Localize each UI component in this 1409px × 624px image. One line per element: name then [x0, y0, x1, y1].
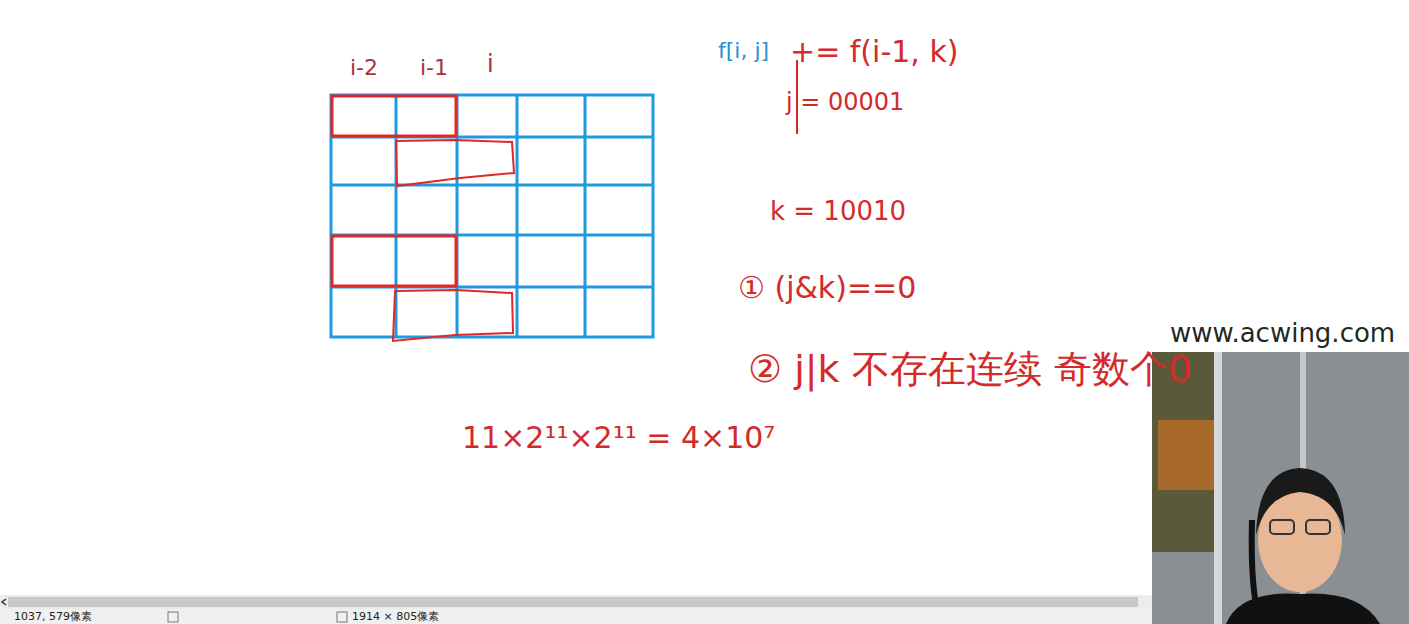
- scroll-arrow: [2, 599, 6, 605]
- binary-state-box: k = 10010: [770, 196, 906, 227]
- sketched-block: [396, 140, 514, 186]
- glasses: [1306, 520, 1330, 534]
- transition-note: += f(i-1, k): [790, 34, 958, 70]
- glasses: [1270, 520, 1294, 534]
- sketched-block: [393, 290, 513, 341]
- condition-note: ① (j&k)==0: [738, 270, 916, 306]
- grid-line: [584, 95, 587, 337]
- status-text-box: 1914 × 805像素: [352, 610, 439, 623]
- column-label: i-2: [350, 55, 378, 81]
- window-view: [1158, 420, 1216, 490]
- status-icon: [337, 612, 347, 622]
- status-text: 1914 × 805像素: [352, 610, 439, 623]
- hair: [1256, 468, 1345, 535]
- column-label: i: [487, 50, 494, 79]
- grid-line: [331, 184, 653, 187]
- webcam-video: [1152, 352, 1409, 624]
- binary-state: k = 10010: [770, 196, 906, 227]
- transition-note-box: += f(i-1, k): [790, 34, 958, 70]
- column-label-box: i: [487, 50, 494, 79]
- watermark-box: www.acwing.com: [1170, 318, 1395, 349]
- grid-line: [516, 95, 519, 337]
- grid-border: [331, 95, 653, 337]
- binary-state-box: j = 00001: [786, 88, 904, 117]
- status-text: 1037, 579像素: [14, 610, 92, 623]
- domino-blocks: [332, 96, 514, 341]
- status-text-box: 1037, 579像素: [14, 610, 92, 623]
- wall: [1152, 352, 1409, 624]
- horizontal-block: [332, 236, 456, 286]
- watermark: www.acwing.com: [1170, 318, 1395, 349]
- door-frame: [1214, 352, 1222, 624]
- condition-note-box: ② j|k 不存在连续 奇数个0: [748, 336, 1238, 402]
- binary-state: j = 00001: [786, 88, 904, 117]
- shirt: [1226, 594, 1380, 624]
- scrollbar: [0, 595, 1152, 609]
- state-name: f[i, j]: [718, 38, 769, 64]
- condition-note-box: ① (j&k)==0: [738, 270, 916, 306]
- complexity-note: 11×2¹¹×2¹¹ = 4×10⁷: [462, 420, 775, 456]
- column-label-box: i-1: [420, 55, 448, 81]
- status-bar: [0, 609, 1152, 624]
- status-icon: [168, 612, 178, 622]
- condition-note: ② j|k 不存在连续 奇数个0: [748, 336, 1238, 402]
- horizontal-block: [332, 96, 456, 136]
- column-label: i-1: [420, 55, 448, 81]
- scroll-thumb: [8, 597, 1138, 607]
- complexity-note-box: 11×2¹¹×2¹¹ = 4×10⁷: [462, 420, 775, 456]
- column-label-box: i-2: [350, 55, 378, 81]
- state-name-box: f[i, j]: [718, 38, 769, 64]
- grid: [331, 95, 653, 337]
